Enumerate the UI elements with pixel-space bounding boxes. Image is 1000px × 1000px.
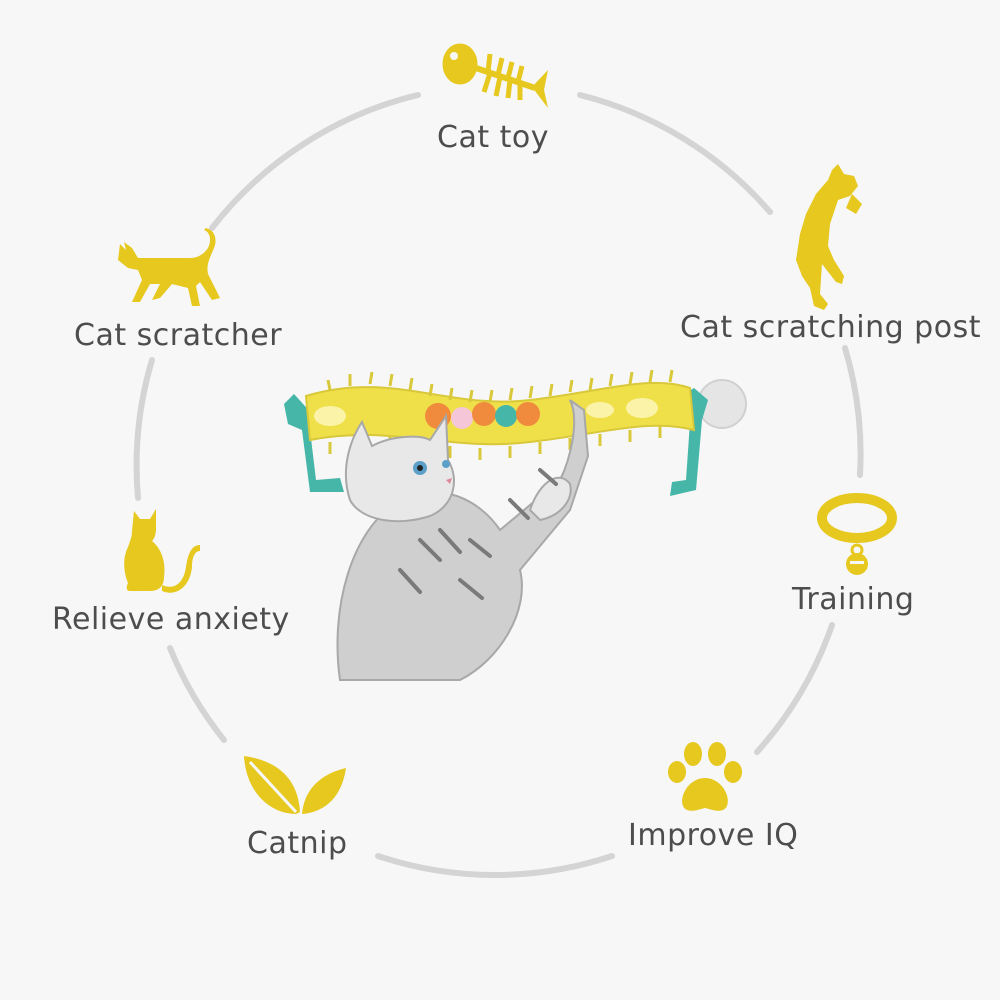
center-product-image	[284, 369, 747, 681]
feature-label-cat-toy: Cat toy	[437, 120, 550, 155]
standing-cat-icon	[796, 164, 862, 310]
sitting-cat-icon	[124, 509, 200, 593]
feature-label-catnip: Catnip	[247, 826, 348, 861]
feature-label-training: Training	[792, 582, 915, 617]
cat-collar-icon	[817, 493, 897, 575]
feature-label-improve-iq: Improve IQ	[628, 818, 799, 853]
ring-arc-lower-left	[167, 645, 227, 743]
leaves-icon	[244, 756, 346, 814]
ring-arc-lower-right	[754, 622, 835, 755]
feature-label-relieve-anxiety: Relieve anxiety	[52, 602, 290, 637]
ring-arc-right	[842, 345, 864, 478]
walking-cat-icon	[118, 228, 220, 306]
feature-label-cat-scratching-post: Cat scratching post	[680, 310, 981, 345]
wall-brackets	[284, 388, 708, 496]
kitten	[336, 399, 590, 681]
ring-arc-top-right	[577, 92, 773, 215]
ring-arc-left	[133, 357, 155, 501]
kitten-face	[413, 460, 452, 484]
feature-label-cat-scratcher: Cat scratcher	[74, 318, 283, 353]
fish-bone-icon	[442, 43, 548, 108]
ball-track	[304, 369, 696, 460]
paw-print-icon	[668, 742, 742, 811]
ring-arc-bottom	[375, 853, 615, 878]
ring-arc-top-left	[209, 92, 421, 231]
kitten-stripes	[398, 468, 558, 600]
